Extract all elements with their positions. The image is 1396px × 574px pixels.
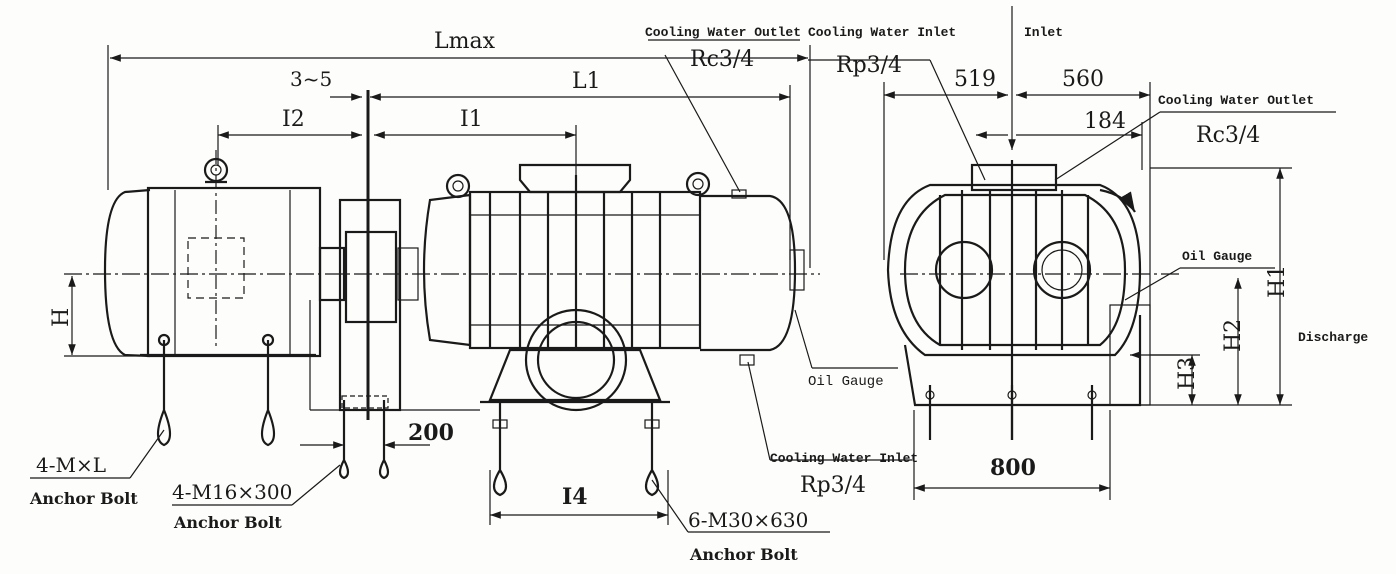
motor: [103, 150, 322, 447]
label-rc34-top: Rc3/4: [690, 47, 754, 72]
blower-lifting-eye-right: [685, 171, 711, 197]
label-dim-200: 200: [408, 420, 454, 446]
label-anchor-bolt-2: Anchor Bolt: [173, 513, 282, 532]
label-dim-800: 800: [990, 455, 1036, 481]
inlet-flange: [518, 163, 632, 194]
label-cw-outlet-right: Cooling Water Outlet: [1158, 93, 1314, 108]
blower-end-cover-right: [700, 194, 797, 352]
motor-body: [146, 186, 322, 358]
label-anchor-bolt-1: Anchor Bolt: [29, 489, 138, 508]
label-anchor-m16: 4-M16×300: [172, 480, 292, 504]
label-i4: I4: [562, 484, 588, 510]
rotor-bore-right: [1032, 240, 1092, 300]
leader-lines: [30, 39, 912, 533]
label-h: H: [49, 308, 74, 327]
label-rp34-bottom: Rp3/4: [800, 473, 866, 498]
front-base: [903, 315, 1142, 407]
coupling-disc: [344, 230, 398, 324]
label-h1: H1: [1265, 265, 1290, 298]
label-dim-184: 184: [1084, 109, 1126, 134]
rotor-bore-left: [934, 240, 994, 300]
rotation-arrow: [1099, 188, 1136, 213]
cooling-water-inlet-fitting: [739, 354, 755, 366]
label-discharge: Discharge: [1298, 330, 1368, 345]
label-inlet: Inlet: [1024, 25, 1063, 40]
label-h3: H3: [1175, 357, 1200, 390]
blower-lifting-eye-left: [445, 173, 471, 199]
label-anchor-4mxl: 4-M×L: [36, 453, 106, 477]
label-rc34-right: Rc3/4: [1196, 123, 1260, 148]
label-lmax: Lmax: [434, 29, 496, 54]
coupling: [309, 198, 480, 480]
label-dim-560: 560: [1062, 67, 1104, 92]
blower-side-view: [422, 163, 805, 497]
blower-feet: [488, 348, 662, 402]
blower-front-view: [808, 6, 1336, 500]
label-oil-gauge-right: Oil Gauge: [1182, 249, 1252, 264]
blower-anchor-bolt-right: [644, 400, 660, 497]
label-anchor-m30: 6-M30×630: [688, 508, 808, 532]
coupling-anchor-bolt-right: [378, 400, 390, 480]
dimension-lines: [64, 45, 820, 525]
text-labels: Lmax 3~5 L1 I2 I1 H 4-M×L Anchor Bolt 4-…: [29, 25, 1368, 564]
label-cw-outlet-top: Cooling Water Outlet: [645, 25, 801, 40]
label-l1: L1: [572, 69, 601, 94]
label-h2: H2: [1221, 319, 1246, 352]
label-gap: 3~5: [290, 67, 332, 91]
discharge-flange: [524, 308, 628, 412]
label-cw-inlet-top: Cooling Water Inlet: [808, 25, 956, 40]
label-anchor-bolt-3: Anchor Bolt: [689, 545, 798, 564]
label-oil-gauge-bottom: Oil Gauge: [808, 374, 884, 390]
blower-end-cover-left: [422, 193, 472, 347]
front-inlet-flange: [970, 163, 1058, 192]
label-i1: I1: [460, 107, 483, 132]
front-casing: [886, 183, 1142, 357]
blower-anchor-bolt-left: [492, 400, 508, 497]
label-rp34-top: Rp3/4: [836, 53, 902, 78]
motor-anchor-bolt-left: [156, 340, 172, 447]
label-cw-inlet-bottom: Cooling Water Inlet: [770, 451, 918, 466]
motor-anchor-bolt-right: [260, 340, 276, 447]
coupling-anchor-bolt-left: [338, 400, 350, 480]
motor-end-cap: [103, 188, 151, 358]
label-i2: I2: [282, 107, 305, 132]
label-dim-519: 519: [954, 67, 996, 92]
